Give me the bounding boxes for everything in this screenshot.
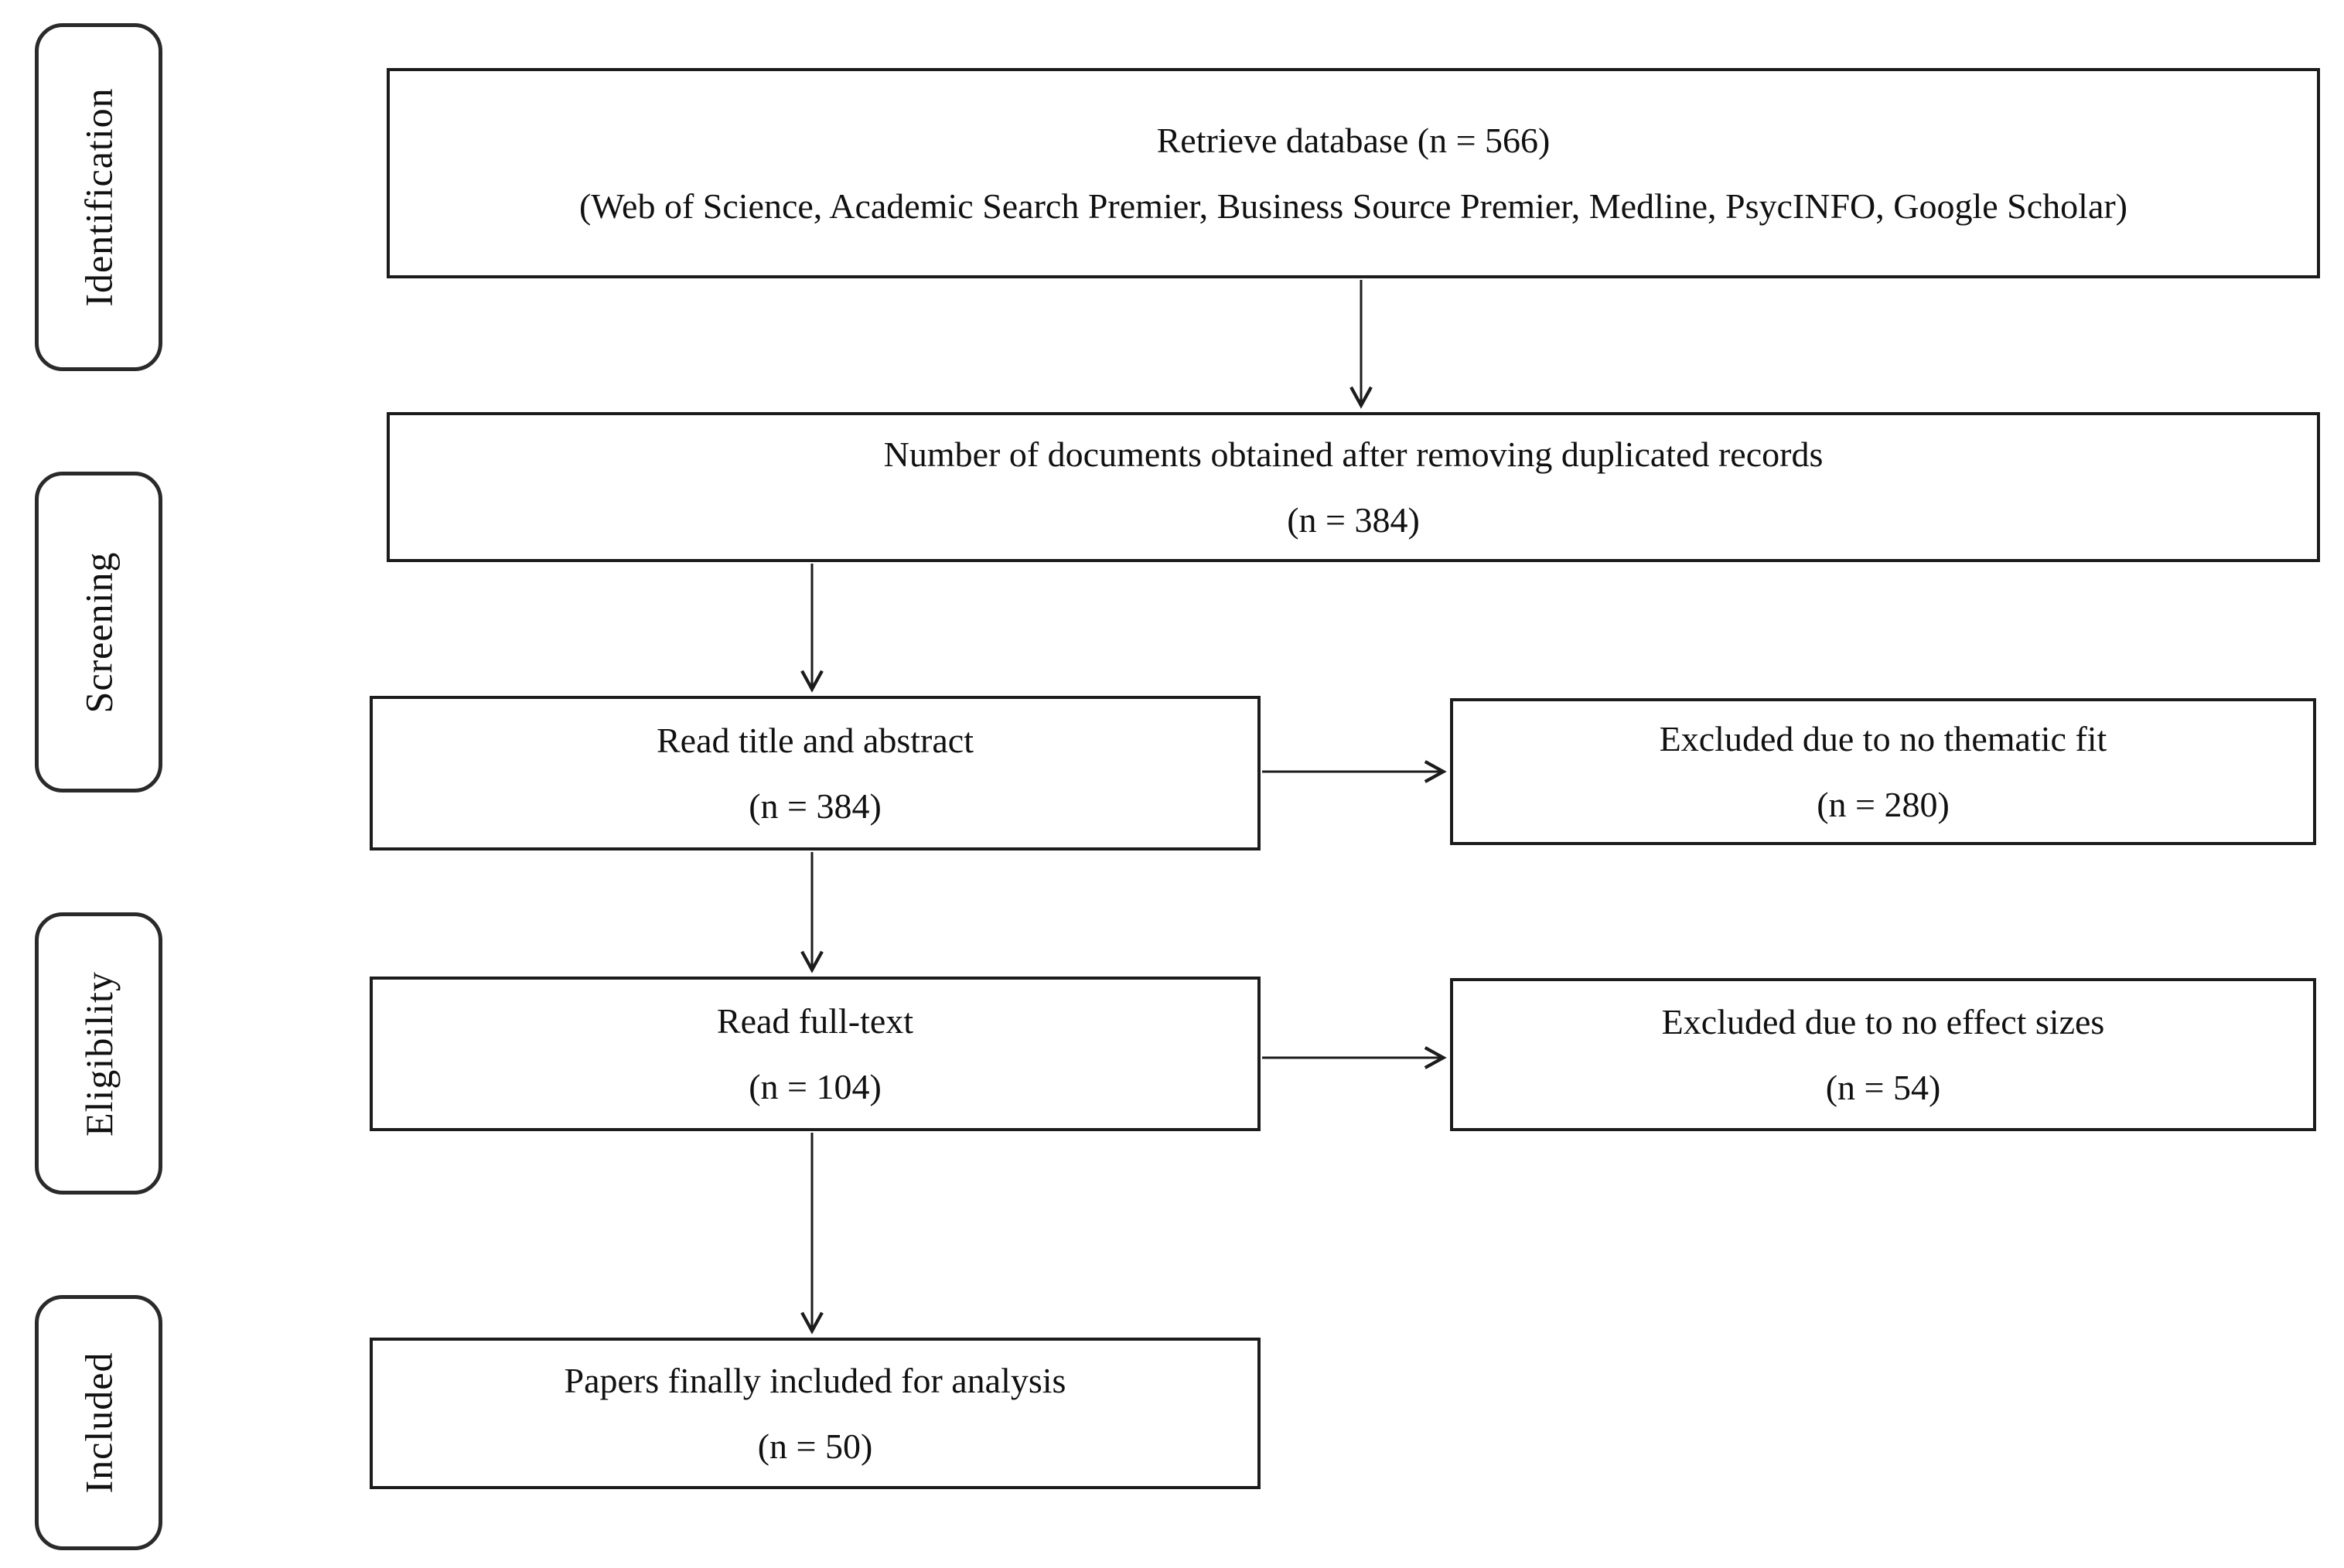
retrieve-database-title: Retrieve database (n = 566) bbox=[1156, 120, 1551, 160]
included-final-count: (n = 50) bbox=[757, 1427, 873, 1466]
read-title-abstract-box: Read title and abstract (n = 384) bbox=[370, 696, 1261, 850]
retrieve-database-box: Retrieve database (n = 566) (Web of Scie… bbox=[387, 68, 2320, 278]
deduplicated-records-title: Number of documents obtained after remov… bbox=[883, 434, 1824, 474]
retrieve-database-detail: (Web of Science, Academic Search Premier… bbox=[578, 186, 2128, 226]
stage-identification-label: Identification bbox=[77, 87, 121, 307]
excluded-thematic-title: Excluded due to no thematic fit bbox=[1659, 718, 2107, 758]
included-final-title: Papers finally included for analysis bbox=[564, 1360, 1066, 1400]
deduplicated-records-box: Number of documents obtained after remov… bbox=[387, 412, 2320, 562]
deduplicated-records-count: (n = 384) bbox=[1287, 500, 1420, 540]
excluded-effect-sizes-title: Excluded due to no effect sizes bbox=[1661, 1001, 2105, 1041]
read-full-text-title: Read full-text bbox=[716, 1000, 914, 1041]
excluded-effect-sizes-box: Excluded due to no effect sizes (n = 54) bbox=[1450, 978, 2316, 1131]
excluded-effect-sizes-count: (n = 54) bbox=[1825, 1068, 1941, 1107]
stage-included-label: Included bbox=[77, 1352, 121, 1494]
read-full-text-box: Read full-text (n = 104) bbox=[370, 977, 1261, 1131]
excluded-thematic-count: (n = 280) bbox=[1817, 785, 1950, 824]
stage-eligibility: Eligibility bbox=[35, 912, 162, 1195]
read-title-abstract-title: Read title and abstract bbox=[656, 720, 974, 760]
read-full-text-count: (n = 104) bbox=[749, 1067, 882, 1106]
excluded-thematic-box: Excluded due to no thematic fit (n = 280… bbox=[1450, 698, 2316, 845]
read-title-abstract-count: (n = 384) bbox=[749, 786, 882, 826]
stage-screening: Screening bbox=[35, 472, 162, 793]
included-final-box: Papers finally included for analysis (n … bbox=[370, 1338, 1261, 1489]
stage-included: Included bbox=[35, 1295, 162, 1550]
stage-eligibility-label: Eligibility bbox=[77, 970, 121, 1137]
stage-screening-label: Screening bbox=[77, 551, 121, 713]
stage-identification: Identification bbox=[35, 23, 162, 371]
